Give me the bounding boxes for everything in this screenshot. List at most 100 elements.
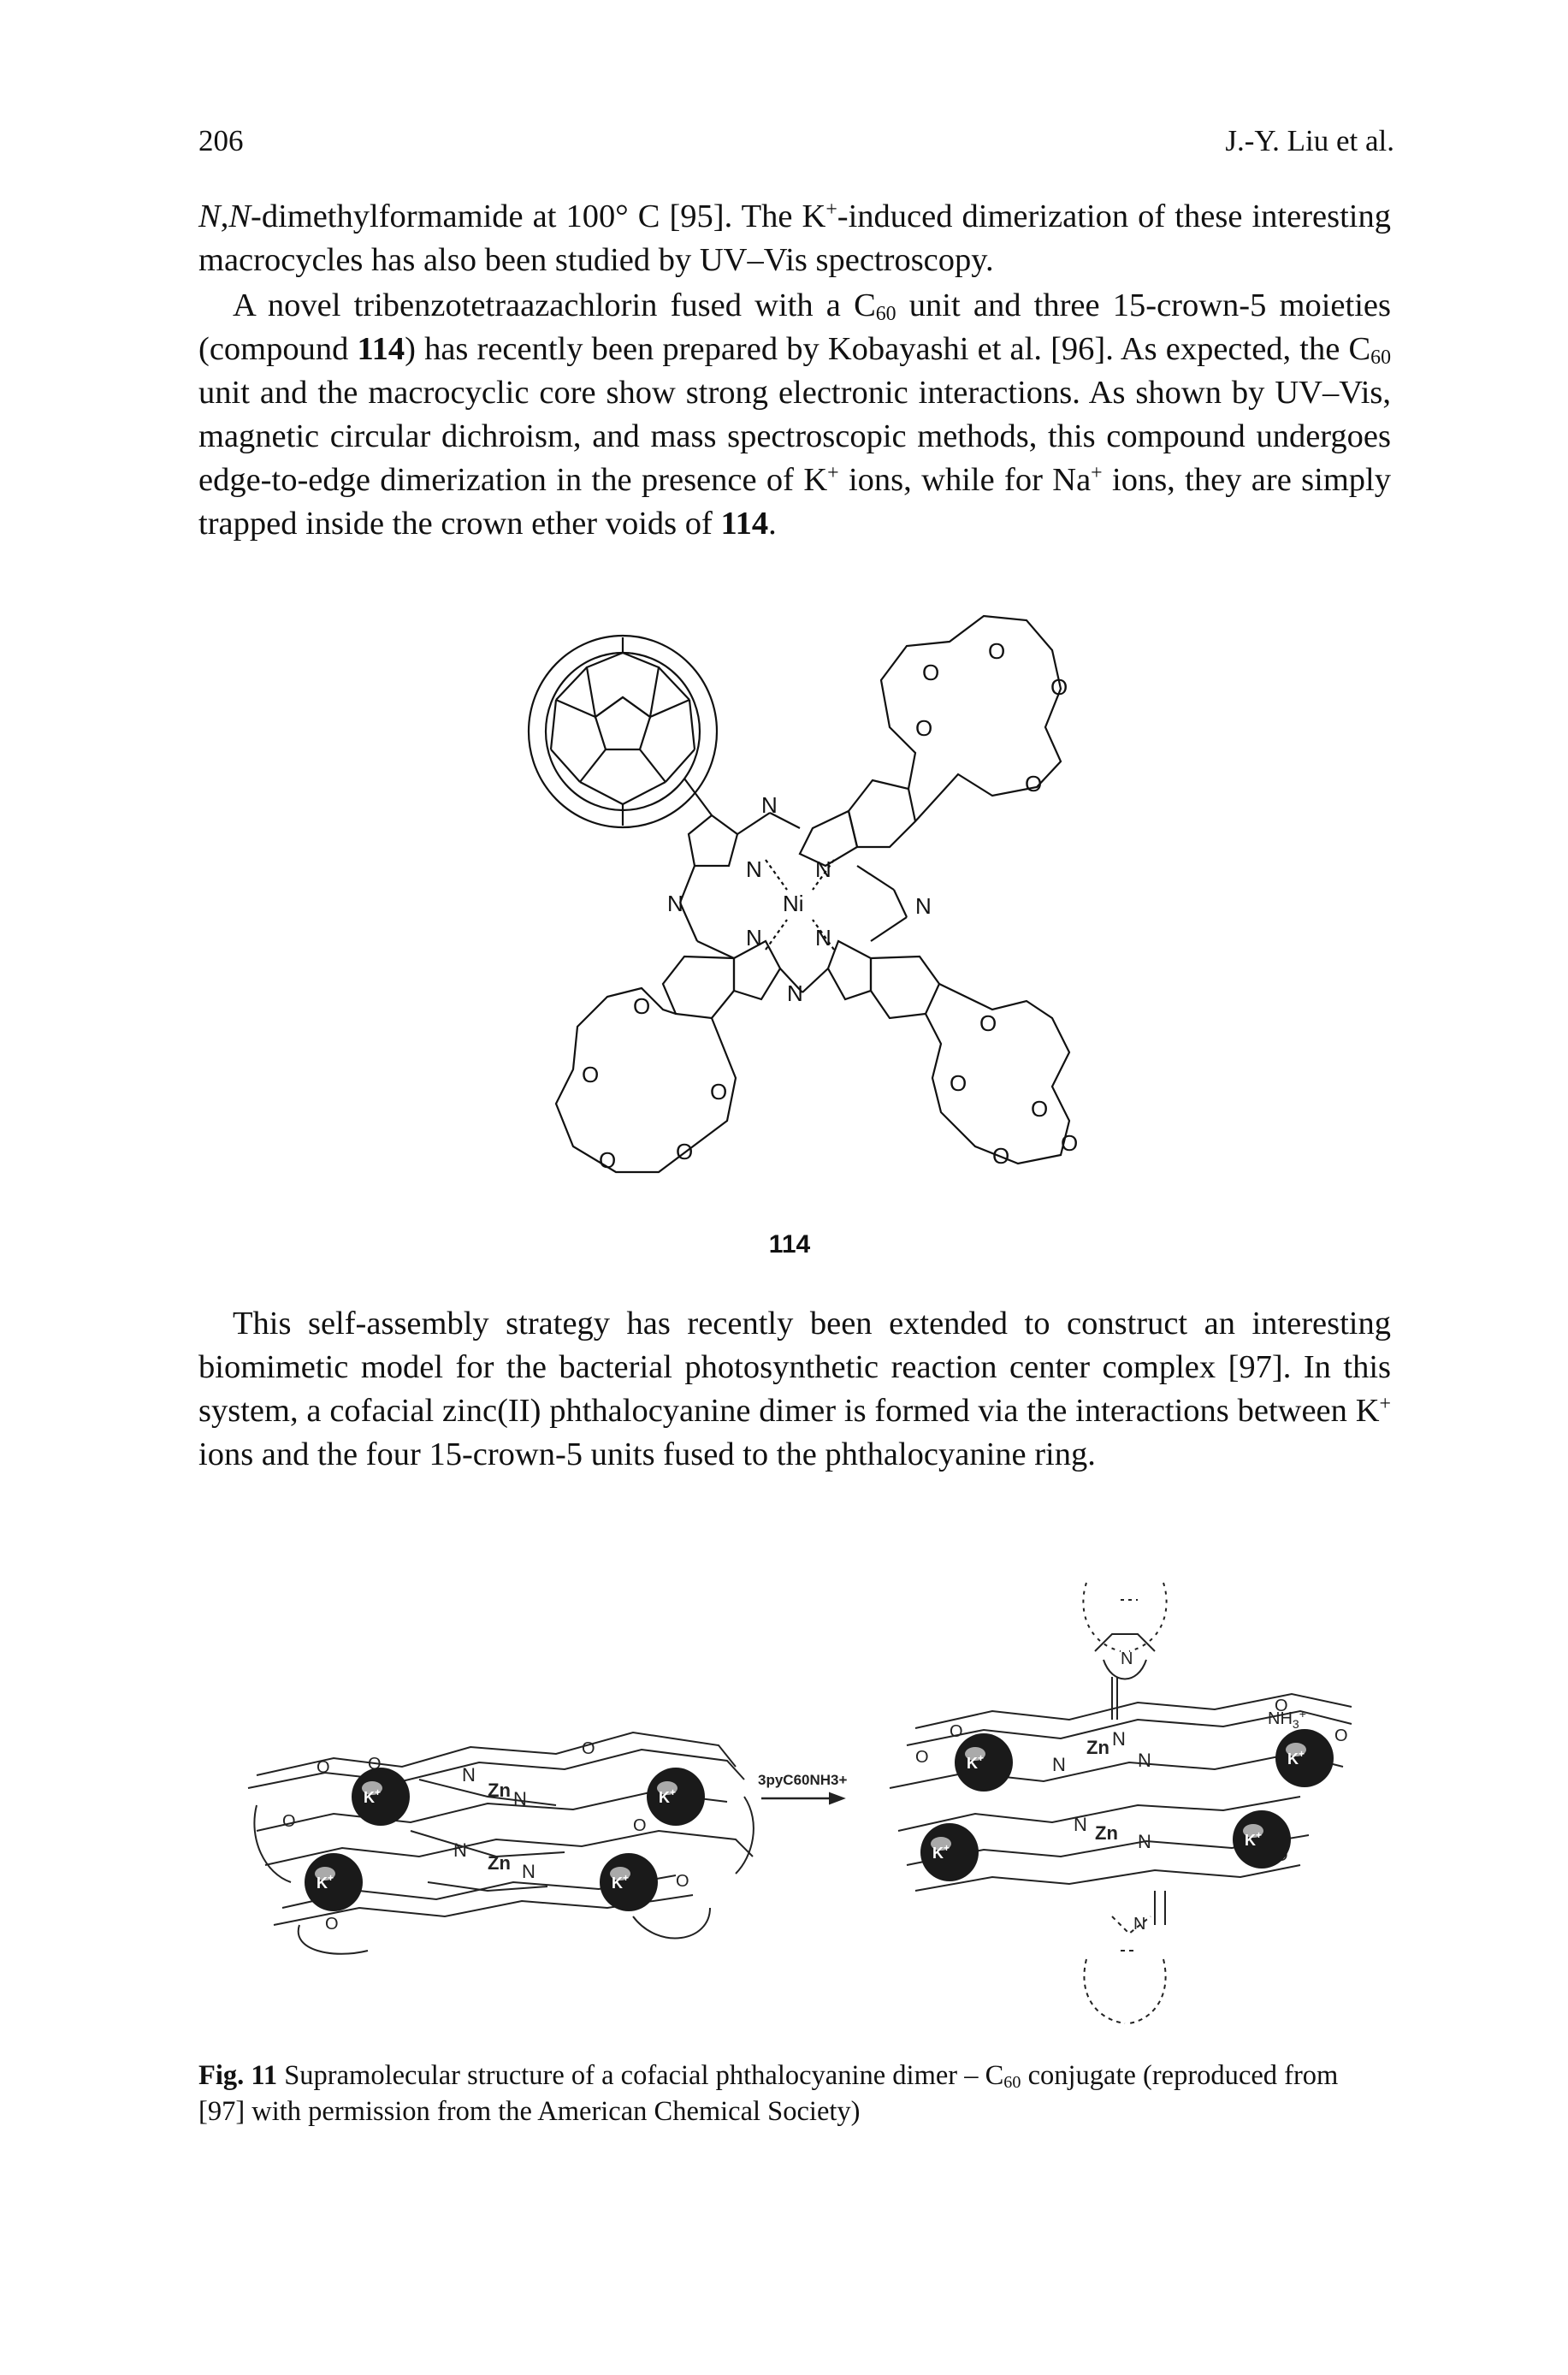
oxygen-label: O: [1334, 1726, 1348, 1745]
compound-ref: 114: [720, 506, 769, 542]
atom-label-ni: Ni: [783, 891, 804, 916]
oxygen-label: O: [950, 1722, 963, 1741]
subscript: 60: [875, 302, 896, 325]
oxygen-label: O: [582, 1739, 595, 1758]
atom-label: O: [1061, 1130, 1078, 1156]
svg-text:K+: K+: [1245, 1829, 1262, 1849]
atom-label: N: [787, 980, 803, 1006]
oxygen-label: O: [317, 1758, 330, 1777]
k-ion: K+: [600, 1853, 658, 1911]
atom-label: N: [761, 792, 778, 818]
potassium-ions: K+ K+ K+ K+ K+: [305, 1729, 1334, 1911]
k-ion: K+: [647, 1768, 705, 1826]
atom-label: O: [979, 1010, 997, 1036]
fullerene-c60: [527, 634, 719, 829]
compound-ref: 114: [357, 331, 405, 367]
nitrogen-label: N: [462, 1764, 476, 1786]
zinc-label: Zn: [1095, 1822, 1118, 1844]
nitrogen-label: N: [1074, 1814, 1087, 1835]
reagent-label: 3pyC60NH3+: [758, 1772, 847, 1788]
page-number: 206: [198, 124, 244, 157]
atom-label: O: [710, 1079, 727, 1105]
paragraph-3: This self-assembly strategy has recently…: [198, 1302, 1391, 1477]
para2-text: ions, they are simply trapped inside the…: [198, 462, 1391, 542]
caption-text: Supramolecular structure of a cofacial p…: [277, 2060, 1004, 2091]
nitrogen-label: N: [513, 1788, 527, 1809]
zinc-label: Zn: [488, 1780, 511, 1801]
structure-114: N N N N N N N N Ni O O O O O O O O O O O…: [527, 614, 1078, 1174]
subscript: 60: [1370, 346, 1391, 369]
para1-text: N: [228, 198, 251, 234]
nitrogen-label: N: [1138, 1750, 1151, 1771]
nitrogen-label: N: [1112, 1728, 1126, 1750]
oxygen-label: O: [676, 1872, 689, 1891]
para1-text: ,: [220, 198, 229, 234]
running-head: J.-Y. Liu et al.: [1225, 124, 1394, 157]
oxygen-label: O: [915, 1748, 929, 1767]
k-ion: K+: [305, 1853, 363, 1911]
paragraph-1: N,N-dimethylformamide at 100° C [95]. Th…: [198, 195, 1391, 282]
oxygen-label: O: [282, 1812, 296, 1831]
svg-text:K+: K+: [364, 1786, 381, 1806]
nitrogen-label: N: [1133, 1915, 1145, 1934]
k-ion: K+: [920, 1823, 979, 1881]
atom-label: O: [922, 660, 939, 685]
reaction-arrow: 3pyC60NH3+: [758, 1772, 847, 1805]
atom-label: O: [950, 1070, 967, 1096]
para1-text: -induced dimerization of these interesti…: [198, 198, 1391, 278]
nitrogen-label: N: [522, 1861, 535, 1882]
compound-label-114: 114: [768, 1230, 811, 1259]
para2-text: .: [768, 506, 777, 542]
atom-label: O: [599, 1147, 616, 1173]
svg-text:K+: K+: [317, 1872, 334, 1892]
para3-text: ions and the four 15-crown-5 units fused…: [198, 1436, 1096, 1472]
oxygen-label: O: [325, 1915, 339, 1934]
para2-text: ) has recently been prepared by Kobayash…: [405, 331, 1371, 367]
atom-label: N: [915, 893, 932, 919]
atom-label: O: [633, 993, 650, 1019]
para1-text: -dimethylformamide at 100° C [95]. The K: [251, 198, 826, 234]
atom-label: N: [667, 891, 683, 916]
nitrogen-label: N: [453, 1839, 467, 1861]
superscript: +: [1379, 1392, 1391, 1415]
ammonium-label: NH3+: [1268, 1707, 1306, 1731]
oxygen-label: O: [633, 1816, 647, 1835]
subscript: 60: [1003, 2073, 1021, 2093]
svg-text:K+: K+: [1287, 1748, 1305, 1768]
atom-label: N: [815, 925, 831, 951]
svg-text:K+: K+: [612, 1872, 629, 1892]
atom-label: O: [1025, 771, 1042, 797]
atom-label: O: [1031, 1096, 1048, 1122]
atom-label: O: [988, 638, 1005, 664]
zinc-label: Zn: [1086, 1737, 1109, 1758]
para2-text: unit and the macrocyclic core show stron…: [198, 375, 1391, 498]
para3-text: This self-assembly strategy has recently…: [198, 1306, 1391, 1429]
oxygen-label: O: [1275, 1697, 1288, 1715]
k-ion: K+: [1233, 1810, 1291, 1869]
atom-label: O: [992, 1143, 1009, 1169]
atom-label: O: [676, 1139, 693, 1164]
k-ion: K+: [352, 1768, 410, 1826]
nitrogen-label: N: [1052, 1754, 1066, 1775]
nitrogen-label: N: [1121, 1649, 1133, 1668]
nitrogen-label: N: [1138, 1831, 1151, 1852]
para2-text: A novel tribenzotetraazachlorin fused wi…: [233, 287, 876, 323]
figure-11: O O O O O O O N N N N Zn Zn 3pyC60NH3+: [247, 1582, 1352, 2024]
superscript: +: [1091, 461, 1103, 484]
atom-label: O: [1050, 674, 1068, 700]
paragraph-2: A novel tribenzotetraazachlorin fused wi…: [198, 284, 1391, 546]
right-assembly: N N Zn Zn N N N N N O O O O O O NH3+: [889, 1582, 1352, 2024]
figure-number: Fig. 11: [198, 2060, 278, 2091]
svg-text:K+: K+: [967, 1752, 984, 1772]
svg-text:K+: K+: [932, 1842, 950, 1862]
figure-caption: Fig. 11 Supramolecular structure of a co…: [198, 2058, 1391, 2129]
superscript: +: [825, 198, 837, 221]
caption-text: conjugate (reproduced from [97] with per…: [198, 2060, 1339, 2127]
k-ion: K+: [1275, 1729, 1334, 1787]
atom-label: N: [815, 856, 831, 882]
para2-text: unit and three 15-crown-5 moieties (comp…: [198, 287, 1391, 367]
para2-text: ions, while for Na: [838, 462, 1092, 498]
zinc-label: Zn: [488, 1852, 511, 1874]
atom-label: O: [915, 715, 932, 741]
